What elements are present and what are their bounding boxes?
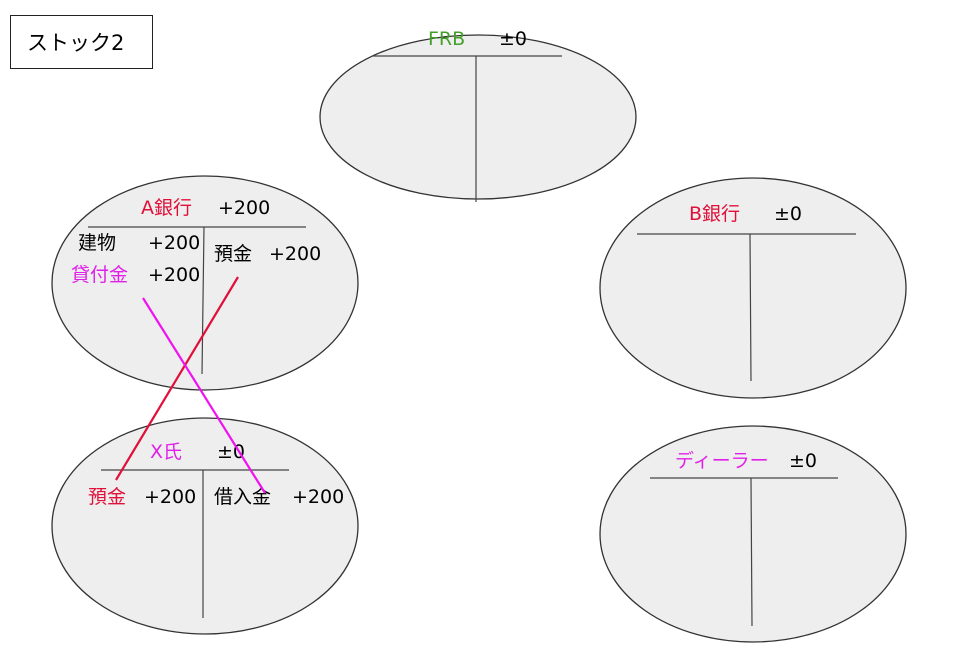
a-bank-liability-label-deposit: 預金: [214, 243, 252, 265]
link-deposit-a-bank-to-x-person: [115, 276, 239, 481]
node-b-bank-amount: ±0: [774, 203, 802, 225]
node-a-bank-t-vertical: [201, 226, 205, 375]
a-bank-asset-label-building: 建物: [78, 232, 116, 254]
a-bank-asset-value-loan: +200: [148, 264, 200, 286]
node-b-bank-name: B銀行: [689, 203, 740, 225]
node-x-person-amount: ±0: [217, 441, 245, 463]
link-loan-a-bank-to-x-person-borrowing: [142, 297, 266, 494]
x-person-asset-value-deposit: +200: [144, 486, 196, 508]
node-dealer-amount: ±0: [789, 450, 817, 472]
a-bank-asset-value-building: +200: [148, 232, 200, 254]
node-dealer-name: ディーラー: [675, 450, 769, 472]
node-dealer-t-vertical: [750, 477, 753, 627]
node-x-person-ellipse: [51, 417, 359, 635]
node-a-bank: A銀行 +200 建物 +200 貸付金 +200 預金 +200: [51, 175, 359, 391]
node-x-person: X氏 ±0 預金 +200 借入金 +200: [51, 417, 359, 635]
node-frb-ellipse: [319, 34, 637, 200]
node-a-bank-amount: +200: [218, 197, 270, 219]
x-person-liability-value-borrowing: +200: [292, 486, 344, 508]
node-frb-amount: ±0: [499, 28, 527, 50]
node-x-person-name: X氏: [150, 441, 182, 463]
x-person-asset-label-deposit: 預金: [88, 486, 126, 508]
a-bank-asset-label-loan: 貸付金: [71, 264, 128, 286]
node-frb: FRB ±0: [319, 28, 637, 202]
node-b-bank-ellipse: [599, 177, 907, 399]
node-frb-name: FRB: [428, 28, 465, 50]
page-title: ストック2: [10, 15, 153, 69]
node-a-bank-ellipse: [51, 175, 359, 391]
a-bank-liability-value-deposit: +200: [269, 243, 321, 265]
node-dealer-ellipse: [599, 425, 907, 643]
x-person-liability-label-borrowing: 借入金: [214, 486, 271, 508]
node-b-bank-t-vertical: [749, 233, 752, 382]
node-dealer: ディーラー ±0: [599, 425, 907, 643]
node-a-bank-name: A銀行: [141, 197, 192, 219]
node-b-bank: B銀行 ±0: [599, 177, 907, 399]
